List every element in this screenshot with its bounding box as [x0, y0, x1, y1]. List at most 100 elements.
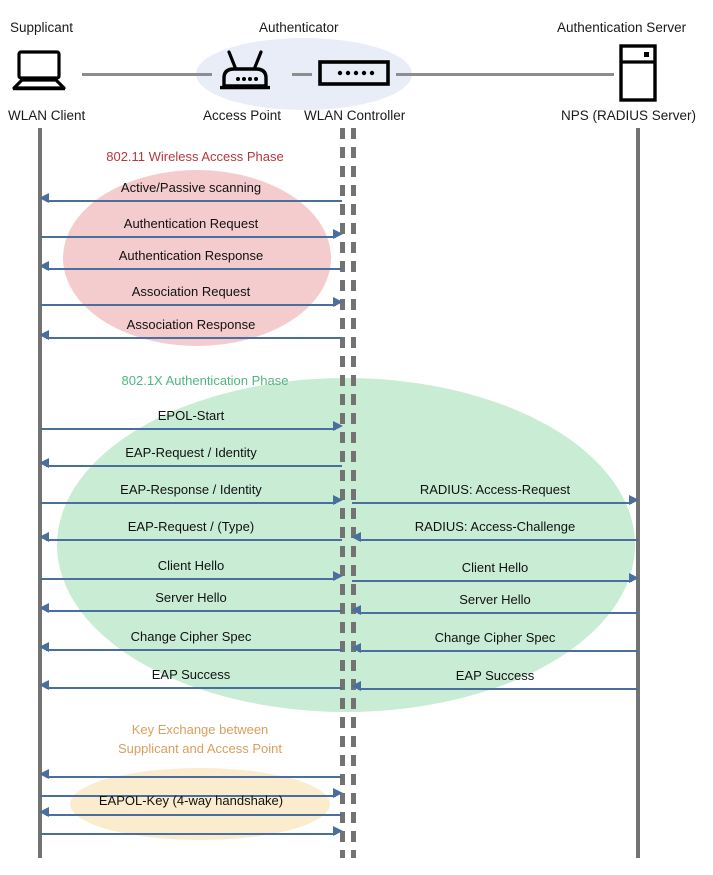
- arrowhead-left-icon: [39, 532, 49, 542]
- arrowhead-left-icon: [39, 680, 49, 690]
- message-arrow: Change Cipher Spec: [351, 630, 638, 654]
- wire-ap-to-controller: [292, 73, 312, 76]
- message-line: [358, 688, 638, 690]
- message-label: EAP-Request / (Type): [127, 519, 255, 534]
- message-arrow: EAP-Response / Identity: [40, 482, 343, 506]
- actor-device-wlan-controller: WLAN Controller: [304, 108, 406, 123]
- message-line: [46, 539, 342, 541]
- phase-caption-key-exchange: Key Exchange between Supplicant and Acce…: [117, 722, 283, 756]
- message-label: RADIUS: Access-Request: [419, 482, 571, 497]
- arrowhead-right-icon: [333, 571, 343, 581]
- phase-caption-8021x: 802.1X Authentication Phase: [121, 373, 289, 388]
- laptop-icon: [12, 50, 66, 91]
- arrowhead-left-icon: [39, 330, 49, 340]
- message-line: [46, 649, 342, 651]
- actor-role-authentication-server: Authentication Server: [557, 20, 687, 35]
- message-arrow: Authentication Response: [39, 248, 342, 272]
- message-label: EPOL-Start: [157, 408, 225, 423]
- message-line: [358, 539, 638, 541]
- message-label: Association Response: [126, 317, 256, 332]
- arrowhead-right-icon: [333, 495, 343, 505]
- arrowhead-left-icon: [39, 261, 49, 271]
- message-label: Active/Passive scanning: [120, 180, 262, 195]
- message-arrow: Authentication Request: [40, 216, 343, 240]
- message-label: Client Hello: [157, 558, 225, 573]
- actor-role-authenticator: Authenticator: [259, 20, 339, 35]
- message-arrow: Active/Passive scanning: [39, 180, 342, 204]
- arrowhead-left-icon: [39, 769, 49, 779]
- arrowhead-left-icon: [351, 681, 361, 691]
- message-label: RADIUS: Access-Challenge: [414, 519, 576, 534]
- actor-device-nps-radius-server: NPS (RADIUS Server): [561, 108, 697, 123]
- arrowhead-right-icon: [333, 421, 343, 431]
- message-line: [46, 814, 342, 816]
- message-line: [40, 833, 336, 835]
- message-arrow: [40, 815, 343, 837]
- message-line: [46, 687, 342, 689]
- message-label: EAP Success: [151, 667, 231, 682]
- wire-controller-to-server: [396, 73, 614, 76]
- message-label: EAPOL-Key (4-way handshake): [98, 793, 284, 808]
- message-arrow: [39, 758, 342, 780]
- message-arrow: [40, 777, 343, 799]
- message-arrow: RADIUS: Access-Challenge: [351, 519, 638, 543]
- message-arrow: Server Hello: [351, 592, 638, 616]
- message-arrow: EPOL-Start: [40, 408, 343, 432]
- message-arrow: RADIUS: Access-Request: [352, 482, 639, 506]
- access-point-icon: [220, 50, 270, 90]
- message-label: Association Request: [131, 284, 251, 299]
- message-label: Client Hello: [461, 560, 529, 575]
- message-arrow: EAP-Request / (Type): [39, 519, 342, 543]
- arrowhead-right-icon: [333, 826, 343, 836]
- message-line: [40, 428, 336, 430]
- server-icon: [619, 44, 657, 102]
- message-label: Authentication Request: [123, 216, 259, 231]
- message-line: [352, 502, 632, 504]
- message-label: EAP-Response / Identity: [120, 482, 262, 497]
- message-label: EAP Success: [455, 668, 535, 683]
- message-line: [46, 465, 342, 467]
- message-arrow: Association Response: [39, 317, 342, 341]
- message-arrow: Change Cipher Spec: [39, 629, 342, 653]
- message-arrow: EAPOL-Key (4-way handshake): [39, 793, 342, 818]
- arrowhead-left-icon: [351, 532, 361, 542]
- message-line: [46, 337, 342, 339]
- message-line: [358, 650, 638, 652]
- message-line: [40, 236, 336, 238]
- message-label: Server Hello: [155, 590, 227, 605]
- message-arrow: EAP-Request / Identity: [39, 445, 342, 469]
- lifeline-access-point: [340, 128, 345, 858]
- message-label: Change Cipher Spec: [130, 629, 252, 644]
- arrowhead-right-icon: [333, 788, 343, 798]
- message-line: [40, 502, 336, 504]
- message-label: EAP-Request / Identity: [125, 445, 257, 460]
- message-arrow: EAP Success: [39, 667, 342, 691]
- message-arrow: Client Hello: [40, 558, 343, 582]
- arrowhead-right-icon: [333, 229, 343, 239]
- message-line: [46, 776, 342, 778]
- arrowhead-right-icon: [629, 573, 639, 583]
- arrowhead-left-icon: [39, 458, 49, 468]
- actor-device-wlan-client: WLAN Client: [8, 108, 86, 123]
- lifeline-authentication-server: [636, 128, 640, 858]
- actor-role-supplicant: Supplicant: [10, 20, 74, 35]
- arrowhead-left-icon: [39, 603, 49, 613]
- message-line: [40, 304, 336, 306]
- message-arrow: Association Request: [40, 284, 343, 308]
- arrowhead-left-icon: [39, 807, 49, 817]
- wire-client-to-ap: [82, 73, 212, 76]
- phase-blob-key-exchange: [70, 768, 330, 840]
- lifeline-wlan-controller: [351, 128, 356, 858]
- arrowhead-left-icon: [351, 643, 361, 653]
- arrowhead-right-icon: [333, 297, 343, 307]
- arrowhead-right-icon: [629, 495, 639, 505]
- message-line: [46, 268, 342, 270]
- phase-caption-80211: 802.11 Wireless Access Phase: [106, 149, 284, 164]
- message-line: [40, 578, 336, 580]
- arrowhead-left-icon: [39, 642, 49, 652]
- message-label: Change Cipher Spec: [434, 630, 556, 645]
- message-line: [352, 580, 632, 582]
- message-arrow: EAP Success: [351, 668, 638, 692]
- message-line: [46, 610, 342, 612]
